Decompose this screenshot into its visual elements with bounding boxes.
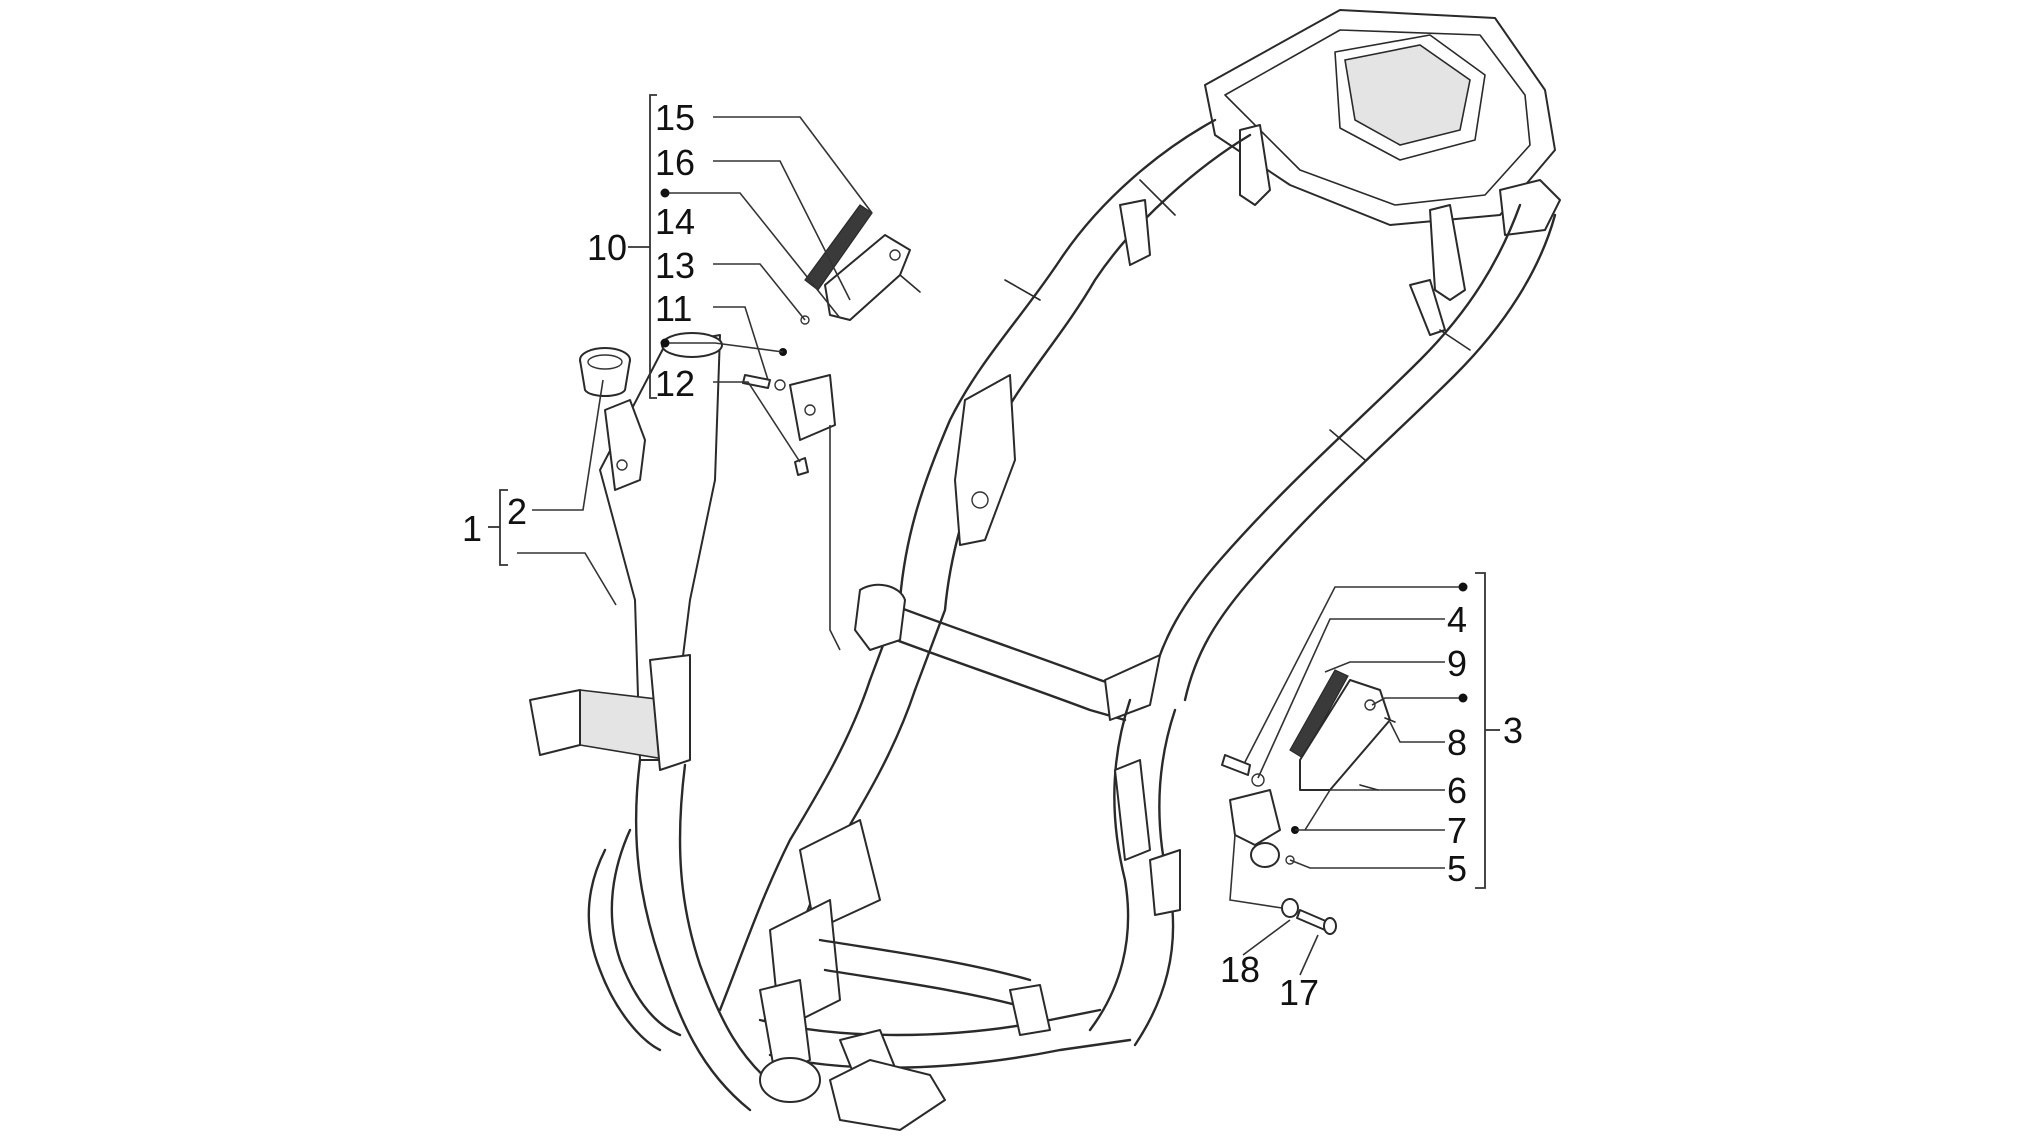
part-2-bearing-cup	[579, 347, 631, 397]
callout-15: 15	[655, 97, 695, 138]
callout-5: 5	[1447, 848, 1467, 889]
part-6-mount-plate	[1229, 789, 1281, 868]
callout-13: 13	[655, 245, 695, 286]
callout-labels: 15 16 14 13 10 11 12 2 1 4 9 8 3 6 7 5 1…	[462, 97, 1523, 1013]
part-4-pin	[1221, 754, 1265, 787]
callout-4: 4	[1447, 599, 1467, 640]
callout-7: 7	[1447, 810, 1467, 851]
callout-3: 3	[1503, 710, 1523, 751]
callout-8: 8	[1447, 722, 1467, 763]
part-9-foot-peg-rubber	[1289, 669, 1349, 759]
callout-11: 11	[655, 288, 692, 329]
leader-lines	[517, 116, 1468, 976]
part-18-washer	[1281, 898, 1299, 918]
group-brackets	[488, 94, 1500, 889]
scooter-frame	[529, 9, 1561, 1131]
part-12-mount-plate	[789, 374, 841, 651]
part-17-bolt	[1296, 909, 1337, 935]
callout-14: 14	[655, 201, 695, 242]
part-11-pin	[742, 374, 786, 391]
callout-12: 12	[655, 363, 695, 404]
callout-1: 1	[462, 508, 482, 549]
callout-18: 18	[1220, 949, 1260, 990]
callout-6: 6	[1447, 770, 1467, 811]
part-1-bracket	[604, 399, 646, 491]
callout-9: 9	[1447, 643, 1467, 684]
part-8-foot-peg-arm	[1299, 679, 1396, 791]
callout-17: 17	[1279, 972, 1319, 1013]
part-16-foot-peg-arm	[824, 234, 921, 321]
callout-2: 2	[507, 491, 527, 532]
callout-16: 16	[655, 142, 695, 183]
callout-10: 10	[587, 227, 627, 268]
